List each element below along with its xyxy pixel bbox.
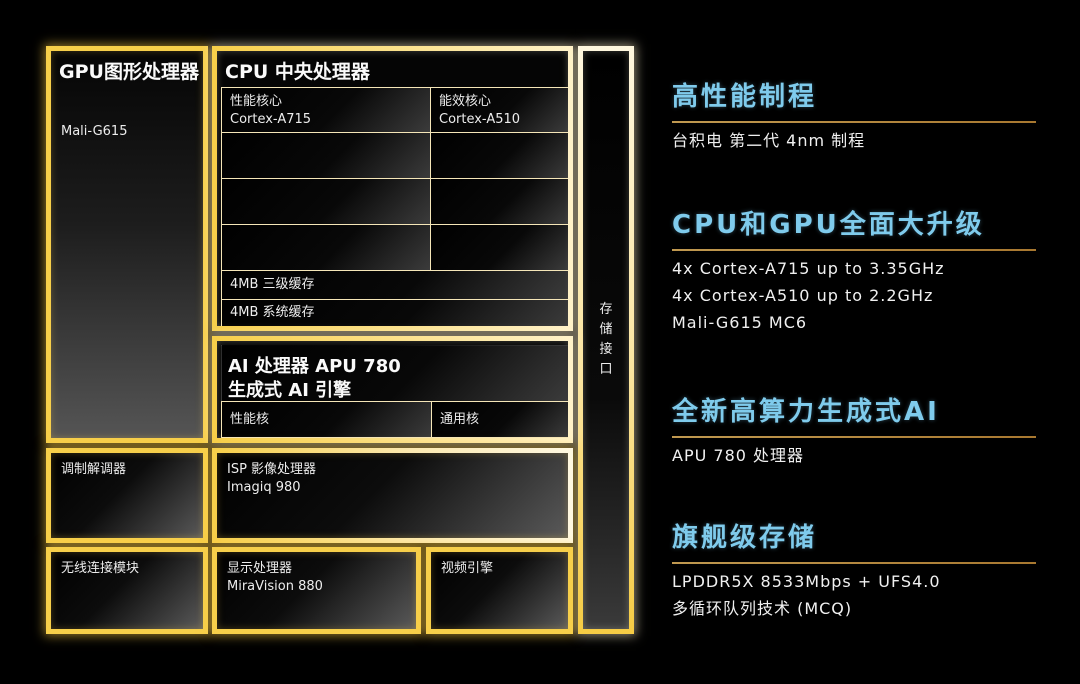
efficiency-core-model: Cortex-A510 [439, 112, 521, 127]
isp-text: ISP 影像处理器 Imagiq 980 [227, 461, 316, 497]
video-engine-block: 视频引擎 [426, 547, 573, 634]
l3-cache-label: 4MB 三级缓存 [230, 277, 315, 292]
feature-line: 4x Cortex-A715 up to 3.35GHz [672, 259, 945, 278]
cpu-core-slot [221, 132, 431, 179]
apu-title-line2: 生成式 AI 引擎 [228, 380, 352, 401]
cpu-core-slot [221, 178, 431, 225]
feature-line: 4x Cortex-A510 up to 2.2GHz [672, 286, 934, 305]
cpu-core-slot [430, 178, 568, 225]
cpu-core-slot [430, 132, 568, 179]
feature-section-cpu-gpu: CPU和GPU全面大升级 4x Cortex-A715 up to 3.35GH… [672, 209, 1036, 336]
isp-model: Imagiq 980 [227, 480, 301, 495]
isp-label: ISP 影像处理器 [227, 462, 317, 477]
feature-heading: CPU和GPU全面大升级 [672, 210, 985, 240]
feature-line: LPDDR5X 8533Mbps + UFS4.0 [672, 572, 941, 591]
display-label: 显示处理器 [227, 561, 293, 576]
modem-block: 调制解调器 [46, 448, 208, 543]
cpu-core-slot [221, 224, 431, 271]
wireless-block: 无线连接模块 [46, 547, 208, 634]
apu-performance-core-label: 性能核 [230, 412, 270, 427]
modem-label: 调制解调器 [61, 462, 127, 477]
feature-section-process: 高性能制程 台积电 第二代 4nm 制程 [672, 81, 1036, 154]
efficiency-core-text: 能效核心 Cortex-A510 [439, 93, 520, 129]
l3-cache-cell: 4MB 三级缓存 [221, 270, 568, 300]
display-text: 显示处理器 MiraVision 880 [227, 560, 323, 596]
heading-divider [672, 562, 1036, 564]
feature-line: Mali-G615 MC6 [672, 313, 808, 332]
cpu-block: CPU 中央处理器 性能核心 Cortex-A715 能效核心 Cortex-A51… [212, 46, 573, 331]
apu-general-core-label: 通用核 [440, 412, 480, 427]
performance-core-label: 性能核心 [230, 94, 283, 109]
video-label: 视频引擎 [441, 561, 494, 576]
gpu-block: GPU图形处理器 Mali-G615 [46, 46, 208, 443]
feature-line: 台积电 第二代 4nm 制程 [672, 131, 866, 150]
wireless-label: 无线连接模块 [61, 561, 140, 576]
cpu-core-slot [430, 224, 568, 271]
apu-title-line1: AI 处理器 APU 780 [228, 356, 401, 377]
cpu-performance-core-cell: 性能核心 Cortex-A715 [221, 87, 431, 133]
gpu-model: Mali-G615 [61, 124, 128, 139]
apu-title-cell: AI 处理器 APU 780 生成式 AI 引擎 [221, 345, 568, 402]
feature-line: APU 780 处理器 [672, 446, 805, 465]
cpu-efficiency-core-cell: 能效核心 Cortex-A510 [430, 87, 568, 133]
storage-interface-label: 存储接口 [599, 302, 613, 377]
feature-heading: 旗舰级存储 [672, 523, 818, 553]
feature-section-ai: 全新高算力生成式AI APU 780 处理器 [672, 396, 1036, 469]
system-cache-label: 4MB 系统缓存 [230, 305, 315, 320]
feature-section-storage: 旗舰级存储 LPDDR5X 8533Mbps + UFS4.0 多循环队列技术 … [672, 522, 1036, 622]
apu-general-core-cell: 通用核 [431, 401, 568, 438]
performance-core-text: 性能核心 Cortex-A715 [230, 93, 311, 129]
heading-divider [672, 249, 1036, 251]
feature-heading: 全新高算力生成式AI [672, 397, 940, 427]
apu-block: AI 处理器 APU 780 生成式 AI 引擎 性能核 通用核 [212, 336, 573, 443]
storage-interface-block: 存储接口 [578, 46, 634, 634]
feature-line: 多循环队列技术 (MCQ) [672, 599, 853, 618]
performance-core-model: Cortex-A715 [230, 112, 312, 127]
cpu-title: CPU 中央处理器 [225, 61, 370, 83]
feature-heading: 高性能制程 [672, 82, 818, 112]
gpu-title: GPU图形处理器 [59, 61, 199, 83]
heading-divider [672, 121, 1036, 123]
isp-block: ISP 影像处理器 Imagiq 980 [212, 448, 573, 543]
efficiency-core-label: 能效核心 [439, 94, 492, 109]
heading-divider [672, 436, 1036, 438]
system-cache-cell: 4MB 系统缓存 [221, 299, 568, 326]
apu-performance-core-cell: 性能核 [221, 401, 432, 438]
display-processor-block: 显示处理器 MiraVision 880 [212, 547, 421, 634]
display-model: MiraVision 880 [227, 579, 323, 594]
